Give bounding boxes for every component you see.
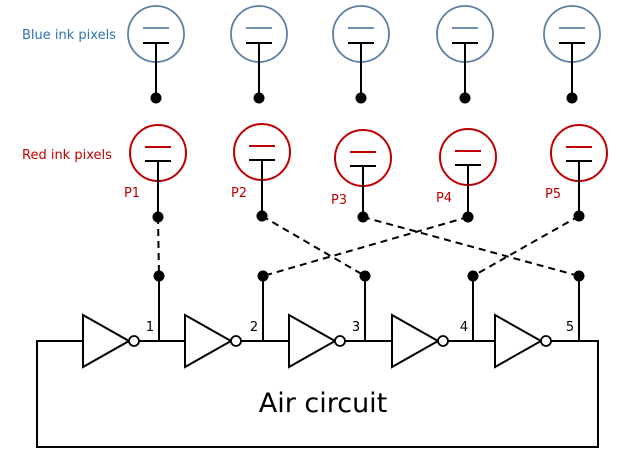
blue-pixels bbox=[127, 5, 601, 104]
blue-pixel-4 bbox=[436, 5, 494, 104]
blue-pixel-3 bbox=[332, 5, 390, 104]
dashed-connections bbox=[157, 215, 580, 277]
inverter-4: 4 bbox=[391, 270, 495, 369]
inverter-3: 3 bbox=[288, 270, 392, 369]
node-terminal-dot bbox=[257, 270, 269, 282]
node-terminal-dot bbox=[153, 270, 165, 282]
blue-pixel-5 bbox=[543, 5, 601, 104]
pixel-label-p1: P1 bbox=[124, 186, 140, 201]
inverter-bubble bbox=[437, 335, 449, 347]
red-ink-pixels-label: Red ink pixels bbox=[22, 148, 112, 163]
inverter-1: 1 bbox=[82, 270, 185, 369]
blue-terminal-dot bbox=[253, 92, 265, 104]
node-terminal-dot bbox=[467, 270, 479, 282]
blue-pixel-1 bbox=[127, 5, 185, 104]
blue-terminal-dot bbox=[150, 92, 162, 104]
blue-pixel-2 bbox=[230, 5, 288, 104]
node-label-2: 2 bbox=[250, 320, 258, 335]
dashed-link-p4-to-node-2 bbox=[262, 216, 469, 277]
blue-terminal-dot bbox=[355, 92, 367, 104]
inverter-ring: 1 2 3 4 5 bbox=[36, 270, 599, 448]
node-label-5: 5 bbox=[566, 320, 574, 335]
inverter-bubble bbox=[540, 335, 552, 347]
inverter-2: 2 bbox=[184, 270, 289, 369]
red-pixel-3: P3 bbox=[331, 129, 392, 223]
pixel-label-p5: P5 bbox=[545, 187, 561, 202]
dashed-link-p1-to-node-1 bbox=[157, 216, 160, 277]
inverter-5: 5 bbox=[494, 270, 585, 369]
blue-terminal-dot bbox=[566, 92, 578, 104]
pixel-label-p3: P3 bbox=[331, 193, 347, 208]
inverter-bubble bbox=[128, 335, 140, 347]
pixel-label-p2: P2 bbox=[231, 186, 247, 201]
feedback-loop-wire bbox=[36, 340, 599, 448]
node-terminal-dot bbox=[573, 270, 585, 282]
inverter-triangle bbox=[184, 313, 234, 369]
node-label-3: 3 bbox=[352, 320, 360, 335]
red-pixel-5: P5 bbox=[545, 124, 608, 222]
node-terminal-dot bbox=[359, 270, 371, 282]
inverter-triangle bbox=[82, 313, 132, 369]
inverter-bubble bbox=[230, 335, 242, 347]
dashed-link-p3-to-node-5 bbox=[362, 216, 580, 277]
red-pixels: P1 P2 P3 P4 P5 bbox=[124, 123, 608, 223]
air-circuit-label: Air circuit bbox=[259, 388, 388, 419]
red-pixel-2: P2 bbox=[231, 123, 291, 222]
inverter-triangle bbox=[391, 313, 441, 369]
pixel-label-p4: P4 bbox=[436, 191, 452, 206]
blue-ink-pixels-label: Blue ink pixels bbox=[22, 28, 116, 43]
inverter-triangle bbox=[494, 313, 544, 369]
node-label-4: 4 bbox=[460, 320, 468, 335]
red-pixel-1: P1 bbox=[124, 124, 187, 223]
inverter-triangle bbox=[288, 313, 338, 369]
dashed-link-p5-to-node-4 bbox=[472, 215, 580, 277]
inverter-bubble bbox=[334, 335, 346, 347]
blue-terminal-dot bbox=[459, 92, 471, 104]
red-pixel-4: P4 bbox=[436, 128, 497, 223]
dashed-link-p2-to-node-3 bbox=[261, 215, 366, 277]
node-label-1: 1 bbox=[146, 320, 154, 335]
